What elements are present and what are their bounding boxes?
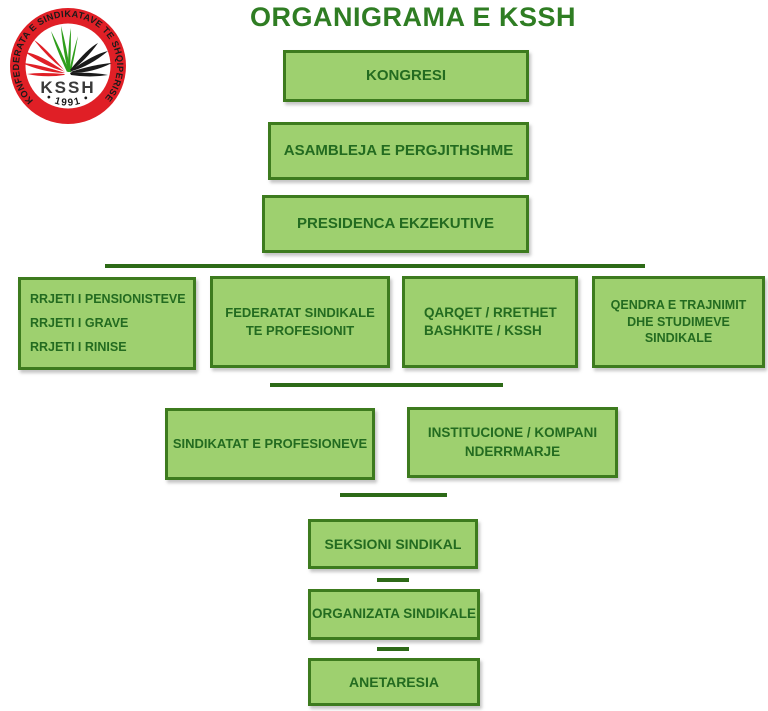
org-box-label: NDERRMARJE [464,443,561,459]
org-box-institucione: INSTITUCIONE / KOMPANI NDERRMARJE [407,407,618,478]
org-box-label: RRJETI I RINISE [30,340,127,355]
org-box-rrjetet: RRJETI I PENSIONISTEVE RRJETI I GRAVE RR… [18,277,196,370]
org-box-organizata: ORGANIZATA SINDIKALE [308,589,480,640]
kssh-logo-graphic: KONFEDERATA E SINDIKATAVE TE SHQIPERISE … [10,8,126,124]
page-title: ORGANIGRAMA E KSSH [250,2,577,32]
org-box-qarqet: QARQET / RRETHET BASHKITE / KSSH [402,276,578,368]
org-box-label: TE PROFESIONIT [245,323,355,338]
org-box-label: INSTITUCIONE / KOMPANI [427,425,598,441]
org-box-label: RRJETI I PENSIONISTEVE [30,292,186,307]
org-box-label: BASHKITE / KSSH [424,323,542,338]
green-wing-icon [51,26,78,72]
org-box-label: RRJETI I GRAVE [30,316,129,331]
connector-line-level4 [105,264,645,268]
org-box-label: PRESIDENCA EKZEKUTIVE [297,214,494,232]
org-box-presidenca: PRESIDENCA EKZEKUTIVE [262,195,529,253]
connector-line-anetaresia [377,647,409,651]
org-box-label: ASAMBLEJA E PERGJITHSHME [283,141,514,159]
black-wing-icon [70,43,112,77]
org-box-label: FEDERATAT SINDIKALE [225,305,375,321]
org-box-label: SEKSIONI SINDIKAL [324,535,462,552]
org-box-kongresi: KONGRESI [283,50,529,102]
red-wing-icon [22,40,65,77]
org-box-sindikatat: SINDIKATAT E PROFESIONEVE [165,408,375,480]
org-box-seksioni: SEKSIONI SINDIKAL [308,519,478,569]
org-box-label: DHE STUDIMEVE SINDIKALE [627,314,730,346]
connector-line-seksioni [340,493,447,497]
org-box-label: SINDIKATAT E PROFESIONEVE [172,436,368,452]
connector-line-organizata [377,578,409,582]
logo-acronym: KSSH [40,78,95,97]
org-box-label: ANETARESIA [349,673,439,690]
org-box-label: ORGANIZATA SINDIKALE [312,606,476,622]
org-box-label: QARQET / RRETHET [424,304,557,320]
kssh-logo: KONFEDERATA E SINDIKATAVE TE SHQIPERISE … [8,6,128,126]
org-box-anetaresia: ANETARESIA [308,658,480,706]
logo-year-text: • 1991 • [44,92,91,109]
org-box-federatat: FEDERATAT SINDIKALE TE PROFESIONIT [210,276,390,368]
org-box-label: KONGRESI [365,66,446,84]
org-box-qendra: QENDRA E TRAJNIMIT DHE STUDIMEVE SINDIKA… [592,276,765,368]
org-box-asambleja: ASAMBLEJA E PERGJITHSHME [268,122,529,180]
org-box-label: QENDRA E TRAJNIMIT [610,297,747,312]
connector-line-level5 [270,383,503,387]
